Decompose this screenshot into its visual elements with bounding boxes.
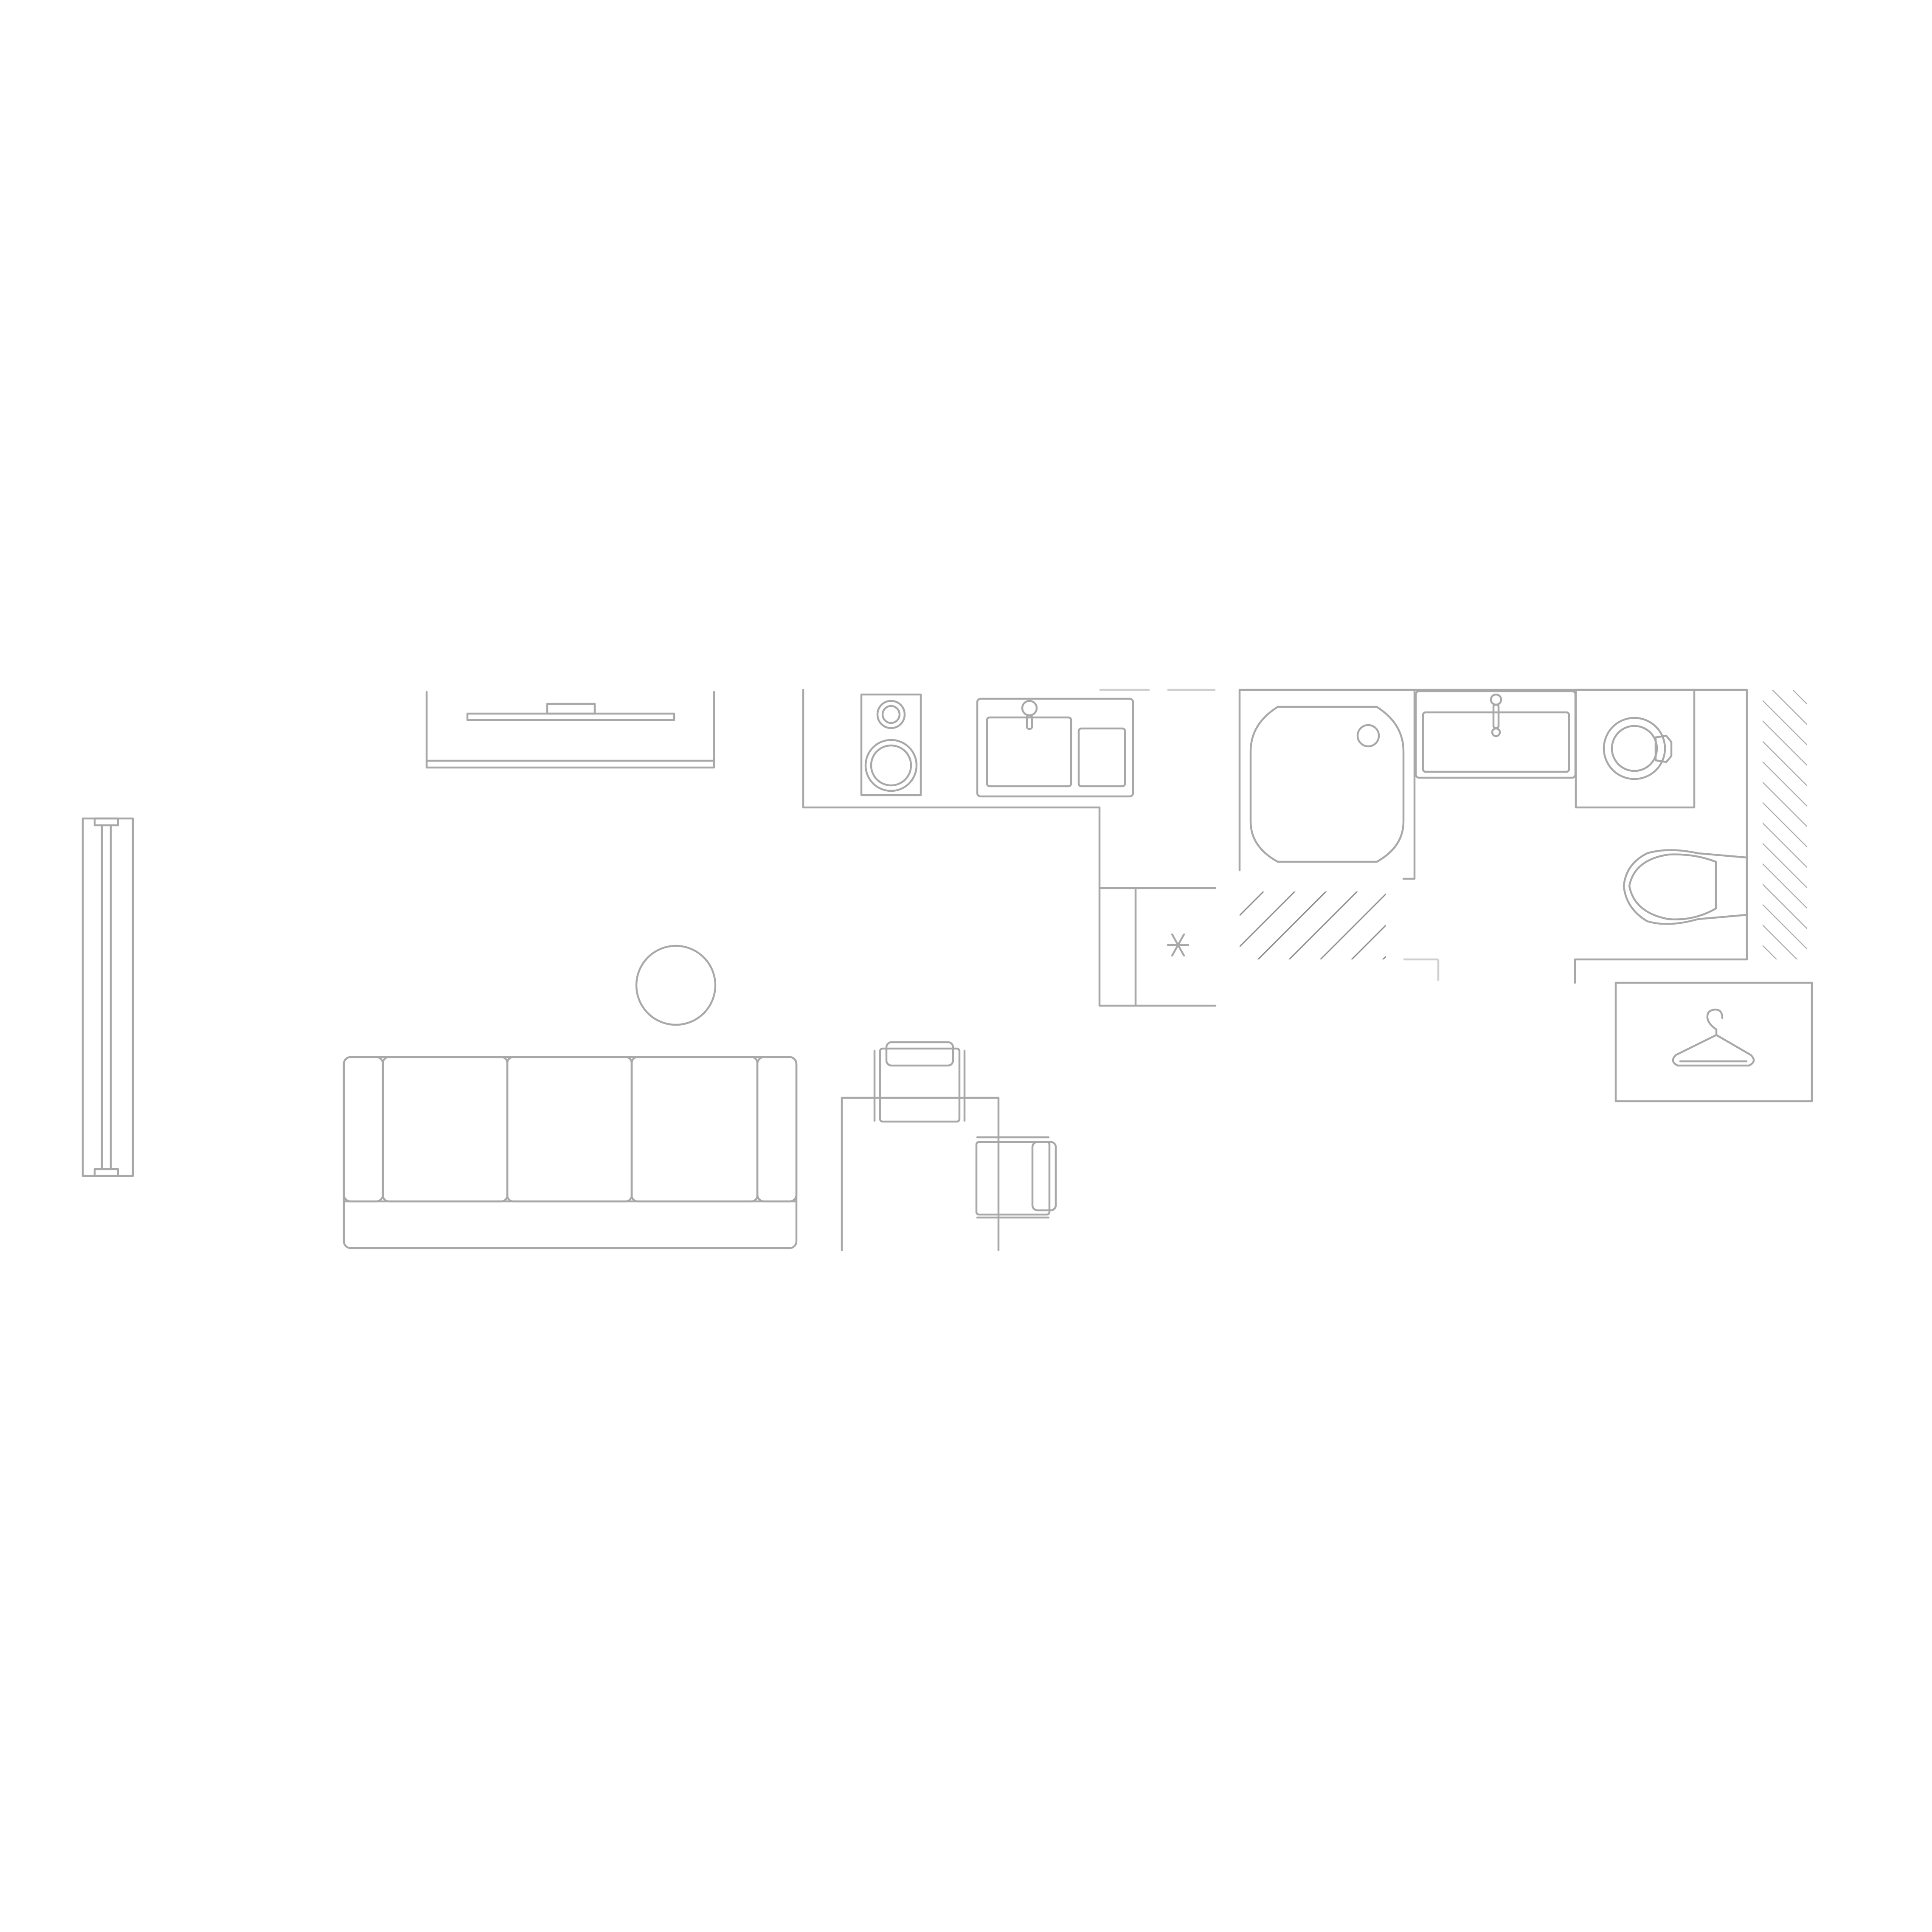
stove-icon	[860, 693, 922, 796]
sofa-icon	[343, 1056, 798, 1249]
chair-icon	[873, 1041, 966, 1123]
hanger-icon	[1614, 981, 1813, 1102]
counter-icon	[802, 689, 1217, 1007]
chair-icon-2	[975, 1136, 1057, 1219]
washer-icon	[1575, 689, 1696, 809]
round-table-icon	[635, 945, 717, 1026]
shower-icon	[1249, 706, 1405, 863]
vanity-sink-icon	[1415, 690, 1577, 779]
radiator-icon	[82, 817, 134, 1177]
double-sink-icon	[976, 697, 1134, 798]
table-icon	[841, 1097, 1000, 1251]
hatch-icon	[1240, 690, 1807, 959]
snowflake-icon	[1167, 933, 1190, 957]
tv-stand-icon	[425, 691, 715, 769]
toilet-icon	[1623, 849, 1748, 925]
